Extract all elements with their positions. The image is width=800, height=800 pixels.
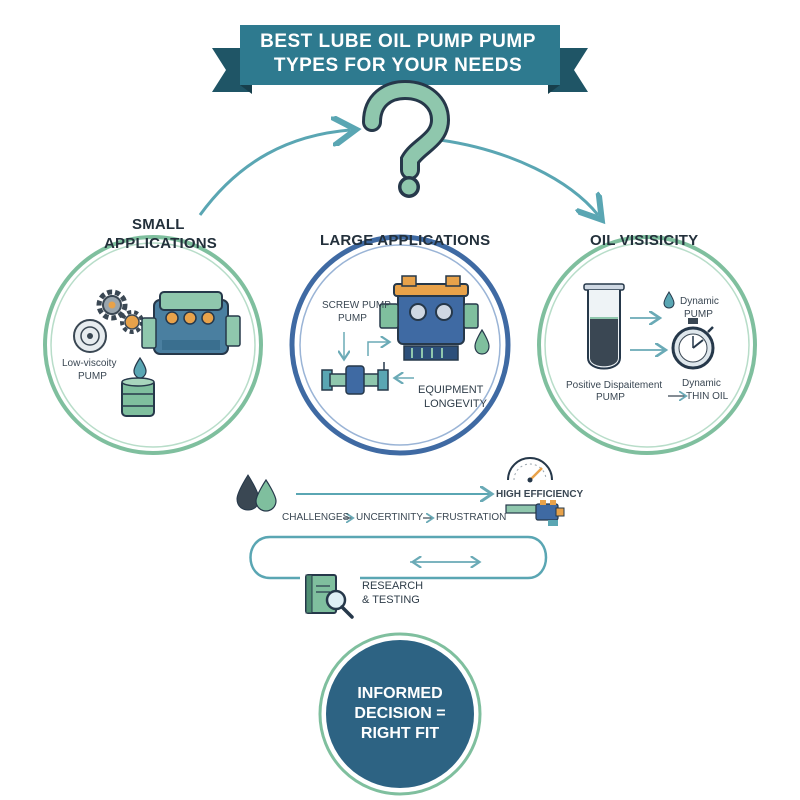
oil-drop-icon [663, 291, 675, 309]
decision-line-1: INFORMED [357, 685, 443, 702]
equipment-longevity-label-1: EQUIPMENT [418, 384, 484, 396]
high-efficiency-label: HIGH EFFICIENCY [496, 489, 584, 500]
title-line-2: TYPES FOR YOUR NEEDS [273, 55, 523, 76]
dynamic-thin-oil-label-1: Dynamic [682, 378, 721, 389]
equipment-longevity-label-2: LONGEVITY [424, 398, 487, 410]
question-mark-icon [362, 79, 451, 198]
screw-pump-icon [379, 275, 490, 361]
dynamic-thin-oil-label-2: THIN OIL [686, 391, 729, 402]
low-viscosity-label: Low-viscoity [62, 358, 117, 369]
oil-viscosity-title: OIL VISISICITY [590, 232, 699, 249]
title-banner [212, 25, 588, 94]
challenges-label: CHALLENGES [282, 512, 350, 523]
dynamic-pump-label-1: Dynamic [680, 296, 719, 307]
decision-text: INFORMED DECISION = RIGHT FIT [326, 640, 474, 788]
frustration-label: FRUSTRATION [436, 512, 507, 523]
dynamic-pump-label-2: PUMP [684, 309, 713, 320]
book-magnifier-icon [305, 574, 354, 619]
viscosity-circle [537, 235, 757, 455]
arrow-to-viscosity [439, 138, 598, 215]
page-title: BEST LUBE OIL PUMP PUMP TYPES FOR YOUR N… [248, 30, 548, 78]
low-viscosity-pump-label: PUMP [78, 371, 107, 382]
decision-line-2: DECISION = [354, 705, 446, 722]
test-tube-icon [583, 283, 625, 370]
gauge-icon [507, 457, 553, 483]
small-applications-title-2: APPLICATIONS [104, 235, 217, 252]
small-applications-title-1: SMALL [132, 216, 185, 233]
arrow-to-question [198, 130, 350, 216]
title-line-1: BEST LUBE OIL PUMP PUMP [260, 31, 536, 52]
decision-line-3: RIGHT FIT [360, 725, 440, 742]
positive-displacement-label-1: Positive Dispaitement [566, 380, 663, 391]
large-applications-circle [289, 234, 511, 456]
low-viscosity-pump-icon [73, 319, 107, 353]
oil-drops-icon [236, 474, 277, 512]
oil-barrel-icon [121, 377, 155, 417]
research-label: RESEARCH [362, 580, 424, 592]
small-applications-circle [43, 235, 263, 455]
uncertainty-label: UNCERTINITY [356, 512, 424, 523]
engine-icon [141, 291, 241, 355]
research-loop [249, 535, 548, 580]
pipe-valve-icon [321, 362, 389, 395]
large-applications-title: LARGE APPLICATIONS [320, 232, 491, 249]
screw-pump-label-2: PUMP [338, 313, 367, 324]
decision-circle [318, 632, 482, 796]
testing-label: & TESTING [362, 594, 420, 606]
small-pump-icon [505, 500, 565, 526]
screw-pump-label: SCREW PUMP [322, 300, 391, 311]
positive-displacement-label-2: PUMP [596, 392, 625, 403]
gear-icon [96, 289, 144, 334]
stopwatch-icon [671, 318, 715, 370]
oil-drop-icon [133, 356, 147, 379]
